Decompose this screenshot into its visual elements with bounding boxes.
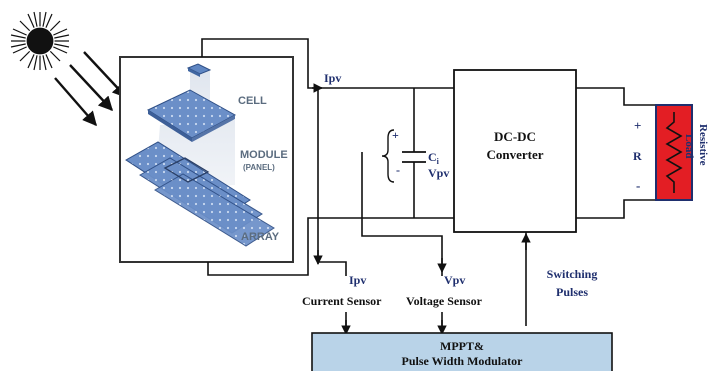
ci-letter: C	[428, 150, 437, 164]
cell-label: CELL	[238, 95, 267, 107]
switching-label: Switching	[547, 267, 598, 281]
array-icon	[125, 141, 275, 247]
load-r-label: R	[633, 149, 642, 163]
brace	[381, 129, 395, 183]
mppt-pwm-block	[311, 332, 613, 371]
ci-subscript: i	[437, 157, 440, 166]
sun-icon	[10, 11, 70, 71]
module-label: MODULE	[240, 149, 288, 161]
ipv-top-label: Ipv	[324, 71, 341, 85]
module-icon	[146, 89, 237, 142]
voltage-sensor-label: Voltage Sensor	[406, 294, 483, 308]
pv-illustration: CELL MODULE (PANEL) ARRAY	[125, 63, 288, 247]
load-minus-label: -	[636, 178, 640, 193]
vpv-cap-label: Vpv	[428, 166, 449, 180]
load-plus-label: +	[634, 118, 641, 133]
panel-label: (PANEL)	[243, 163, 275, 172]
sunlight-arrows	[54, 51, 127, 127]
pulses-label: Pulses	[556, 285, 588, 299]
dc-dc-converter	[453, 69, 577, 233]
circuit-wires	[201, 38, 656, 333]
cap-minus-label: -	[396, 163, 400, 177]
arrows	[312, 83, 531, 335]
ipv-sense-label: Ipv	[349, 273, 366, 287]
converter-line1: DC-DC	[494, 129, 536, 144]
cap-plus-label: +	[392, 128, 399, 142]
mppt-line1: MPPT&	[440, 339, 484, 353]
capacitor-symbol	[402, 151, 426, 163]
ci-label: Ci	[428, 150, 440, 166]
mppt-line2: Pulse Width Modulator	[402, 354, 524, 368]
converter-line2: Converter	[486, 147, 543, 162]
resistive-label: Resistive	[697, 124, 709, 166]
resistor-icon	[665, 112, 683, 193]
vpv-sense-label: Vpv	[444, 273, 465, 287]
current-sensor-label: Current Sensor	[302, 294, 382, 308]
array-label: ARRAY	[241, 231, 280, 243]
load-label: Load	[683, 134, 695, 158]
